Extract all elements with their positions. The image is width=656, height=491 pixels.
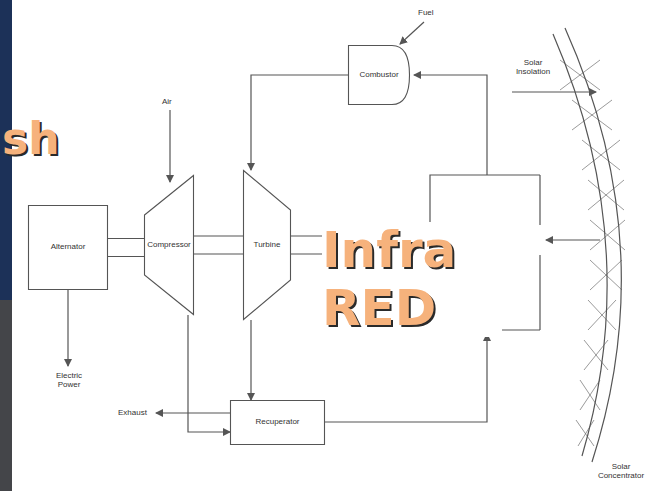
shaft-connector bbox=[194, 236, 243, 254]
flow-arrow bbox=[188, 315, 230, 432]
insolation-arrow bbox=[512, 91, 596, 92]
input-label: Solar Insolation bbox=[506, 58, 560, 76]
output-label: Electric Power bbox=[48, 371, 90, 389]
receiver-to-combustor bbox=[414, 75, 487, 175]
dish-outer bbox=[565, 28, 621, 462]
recuperator-box: Recuperator bbox=[230, 400, 325, 445]
fuel-arrow bbox=[400, 22, 424, 44]
flow-arrow bbox=[250, 320, 251, 400]
node-label: Alternator bbox=[51, 243, 86, 252]
photo-strip-shade bbox=[0, 300, 12, 491]
dish-lattice bbox=[560, 60, 625, 446]
node-label: Combustor bbox=[359, 71, 398, 80]
flow-arrow bbox=[251, 75, 348, 170]
photo-strip bbox=[0, 0, 12, 491]
power-arrow bbox=[67, 290, 68, 366]
input-label: Fuel bbox=[418, 8, 434, 17]
compressor-shape: Compressor bbox=[144, 175, 194, 315]
recuperator-to-receiver bbox=[325, 334, 487, 422]
exhaust-arrow bbox=[156, 412, 230, 413]
dish-inner bbox=[553, 34, 607, 456]
part-label: Solar Concentrator bbox=[590, 462, 652, 480]
air-arrow bbox=[169, 110, 170, 182]
output-label: Exhaust bbox=[118, 408, 147, 417]
overlay-text: sh bbox=[2, 114, 60, 165]
alternator-box: Alternator bbox=[28, 205, 108, 290]
shaft-connector bbox=[108, 239, 144, 257]
concentrator-beam bbox=[546, 239, 600, 240]
node-label: Compressor bbox=[147, 241, 191, 250]
combustor-box: Combustor bbox=[348, 45, 410, 105]
shaft-end bbox=[291, 236, 322, 254]
node-label: Turbine bbox=[254, 241, 281, 250]
turbine-shape: Turbine bbox=[243, 170, 291, 320]
input-label: Air bbox=[162, 97, 172, 106]
node-label: Recuperator bbox=[255, 418, 299, 427]
overlay-text: Infra RED bbox=[322, 222, 502, 337]
